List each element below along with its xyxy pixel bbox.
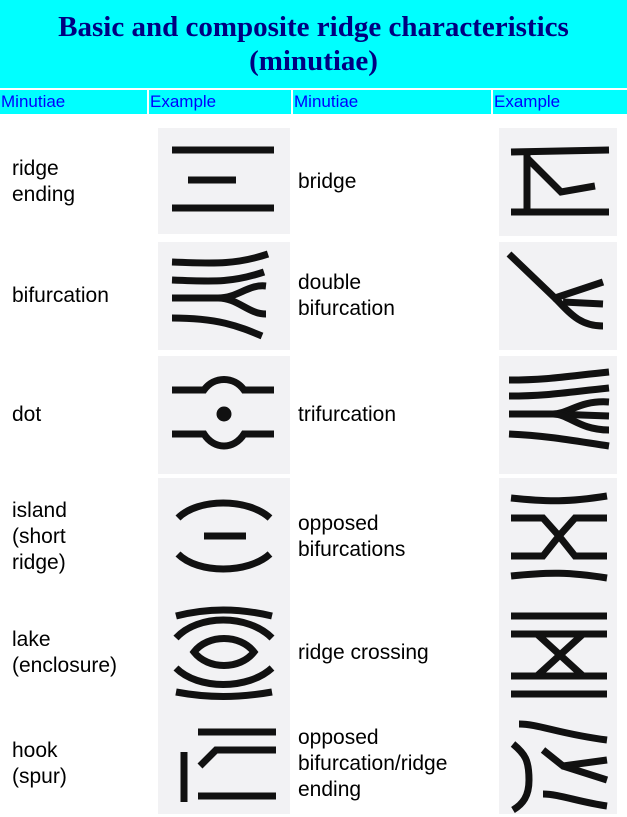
trifurcation-example xyxy=(499,356,617,474)
ridge-ending-example xyxy=(158,128,290,234)
minutiae-label: opposed bifurcations xyxy=(298,512,406,561)
ridge-crossing-example xyxy=(499,594,617,712)
column-header-example-left: Example xyxy=(149,90,291,114)
minutiae-label: island (short ridge) xyxy=(12,499,67,574)
bifurcation-example xyxy=(158,242,290,350)
minutiae-label: bridge xyxy=(298,170,357,193)
page-title: Basic and composite ridge characteristic… xyxy=(0,0,627,88)
minutiae-label: ridge crossing xyxy=(298,641,429,664)
minutiae-label: opposed bifurcation/ridge ending xyxy=(298,726,448,801)
dot-example xyxy=(158,356,290,474)
minutiae-label: dot xyxy=(12,403,42,426)
opposed-bifurcations-example xyxy=(499,478,617,596)
island-example xyxy=(158,478,290,596)
double-bifurcation-example xyxy=(499,242,617,350)
lake-example xyxy=(158,594,290,712)
minutiae-label: trifurcation xyxy=(298,403,397,426)
column-header-minutiae-right: Minutiae xyxy=(293,90,491,114)
minutiae-label: bifurcation xyxy=(12,284,109,307)
column-header-minutiae-left: Minutiae xyxy=(0,90,147,114)
minutiae-label: ridge ending xyxy=(12,157,76,206)
minutiae-label: hook (spur) xyxy=(12,739,67,788)
bridge-example xyxy=(499,128,617,236)
hook-example xyxy=(158,710,290,814)
minutiae-label: lake (enclosure) xyxy=(12,628,118,677)
opposed-bifurcation-ridge-ending-example xyxy=(499,710,617,814)
column-header-example-right: Example xyxy=(493,90,627,114)
minutiae-label: double bifurcation xyxy=(298,271,395,320)
